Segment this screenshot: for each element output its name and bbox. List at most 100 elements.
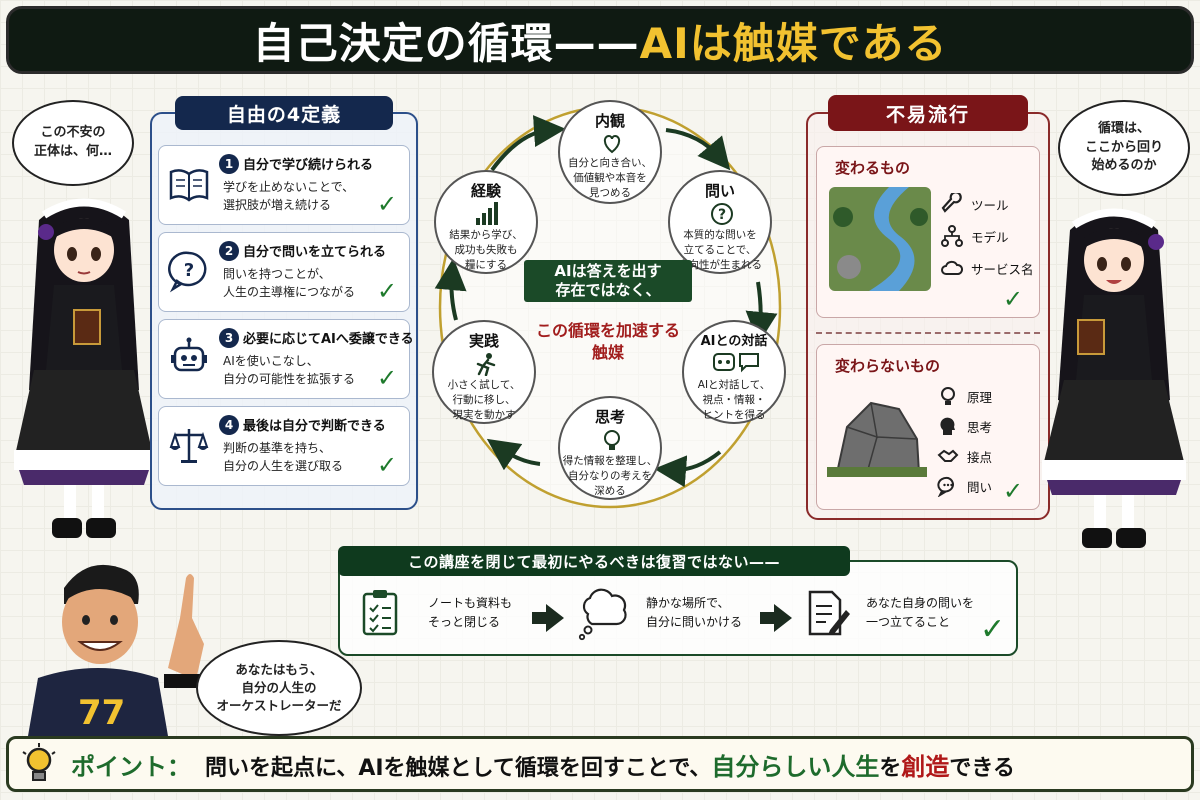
node-desc: 本質的な問いを 立てることで、 方向性が生まれる — [678, 229, 762, 272]
cycle-node-naikan: 内観 自分と向き合い、 価値観や本音を 見つめる — [558, 100, 662, 204]
bulb-head-icon — [604, 430, 620, 450]
center-catalyst-text: この循環を加速する 触媒 — [535, 321, 680, 362]
fueki-item-label: 問い — [967, 479, 993, 495]
definition-title: 必要に応じてAIへ委譲できる — [243, 332, 414, 347]
robot-chat-icon — [713, 353, 759, 373]
thought-cloud-icon — [578, 588, 627, 641]
point-text-mid: を — [879, 755, 902, 781]
cycle-node-toi: 問い ? 本質的な問いを 立てることで、 方向性が生まれる — [668, 170, 772, 274]
definition-card-2: ? 2 自分で問いを立てられる 問いを持つことが、 人生の主導権につながる ✓ — [158, 232, 410, 312]
node-desc: AIと対話して、 視点・情報・ ヒントを得る — [697, 379, 771, 422]
definition-number: 4 — [219, 415, 239, 435]
question-icon: ? — [711, 203, 733, 225]
river-illustration — [829, 187, 931, 291]
definition-number: 3 — [219, 328, 239, 348]
node-title: 実践 — [468, 332, 499, 350]
chat-icon — [937, 476, 954, 497]
scales-icon — [169, 429, 209, 463]
fueki-item-question: 問い — [937, 475, 992, 497]
mentor-speech-bubble: あなたはもう、 自分の人生の オーケストレーターだ — [196, 640, 362, 736]
cycle-node-jissen: 実践 小さく試して、 行動に移し、 現実を動かす — [432, 320, 536, 424]
self-determination-cycle: 内観 自分と向き合い、 価値観や本音を 見つめる 問い ? 本質的な問いを 立て… — [420, 92, 800, 522]
svg-text:?: ? — [718, 207, 726, 223]
title-banner: 自己決定の循環——AIは触媒である — [6, 6, 1194, 74]
node-title: 問い — [704, 182, 735, 200]
node-title: 内観 — [594, 112, 625, 130]
panel-divider — [816, 332, 1040, 334]
check-icon: ✓ — [377, 364, 398, 392]
lightbulb-icon — [22, 743, 56, 781]
check-icon: ✓ — [980, 612, 1006, 647]
head-icon — [940, 417, 955, 435]
left-girl-speech-text: この不安の 正体は、何… — [33, 125, 112, 159]
wrench-icon — [941, 193, 962, 213]
definition-card-4: 4 最後は自分で判断できる 判断の基準を持ち、 自分の人生を選び取る ✓ — [158, 406, 410, 486]
question-bubble-icon: ? — [168, 251, 207, 293]
cycle-node-shikou: 思考 得た情報を整理し、 自分なりの考えを 深める — [558, 396, 662, 500]
definition-card-1: 1 自分で学び続けられる 学びを止めないことで、 選択肢が増え続ける ✓ — [158, 145, 410, 225]
bars-icon — [476, 202, 498, 225]
check-icon: ✓ — [377, 190, 398, 218]
definition-desc: 判断の基準を持ち、 自分の人生を選び取る — [223, 441, 344, 473]
node-desc: 結果から学び、 成功も失敗も 糧にする — [449, 229, 523, 272]
fueki-item-tool: ツール — [941, 193, 1009, 215]
fueki-item-label: 接点 — [967, 449, 993, 465]
definition-number: 1 — [219, 154, 239, 174]
action-step-3-text: あなた自身の問いを 一つ立てること — [866, 596, 975, 629]
fueki-item-principle: 原理 — [937, 385, 992, 407]
point-highlight-create: 創造 — [901, 752, 950, 781]
node-desc: 小さく試して、 行動に移し、 現実を動かす — [447, 379, 521, 422]
left-girl-speech-bubble: この不安の 正体は、何… — [12, 100, 134, 186]
fueki-item-contact: 接点 — [937, 445, 992, 467]
robot-icon — [171, 337, 207, 372]
point-text-before: 問いを起点に、AIを触媒として循環を回すことで、 — [205, 755, 712, 781]
book-icon — [169, 169, 209, 202]
first-action-header: この講座を閉じて最初にやるべきは復習ではない—— — [338, 546, 850, 576]
definition-desc: AIを使いこなし、 自分の可能性を拡張する — [223, 354, 356, 386]
action-step-1-text: ノートも資料も そっと閉じる — [428, 596, 513, 629]
handshake-icon — [937, 449, 959, 462]
left-girl-illustration — [14, 198, 154, 538]
title-accent: AIは触媒である — [639, 18, 948, 68]
checklist-icon — [362, 590, 398, 636]
changing-title: 変わるもの — [835, 159, 911, 177]
bulb-icon — [941, 387, 955, 405]
definition-card-3: 3 必要に応じてAIへ委譲できる AIを使いこなし、 自分の可能性を拡張する ✓ — [158, 319, 414, 399]
fueki-item-label: ツール — [971, 197, 1009, 213]
check-icon: ✓ — [1003, 285, 1024, 313]
node-title: AIとの対話 — [700, 334, 768, 349]
fueki-item-label: 思考 — [967, 419, 993, 435]
unchanging-title: 変わらないもの — [835, 357, 941, 375]
right-girl-illustration — [1042, 208, 1186, 548]
definition-number: 2 — [219, 241, 239, 261]
right-girl-speech-text: 循環は、 ここから回り 始めるのか — [1084, 120, 1163, 174]
fueki-item-label: モデル — [971, 229, 1009, 245]
first-action-box — [338, 560, 1018, 656]
fueki-item-thinking: 思考 — [937, 415, 992, 437]
definition-title: 最後は自分で判断できる — [243, 419, 386, 434]
definition-desc: 学びを止めないことで、 選択肢が増え続ける — [223, 180, 355, 212]
fueki-item-label: サービス名 — [971, 261, 1034, 277]
cloud-icon — [941, 260, 963, 275]
definition-title: 自分で問いを立てられる — [243, 245, 387, 260]
node-title: 思考 — [594, 408, 625, 426]
action-step-2-text: 静かな場所で、 自分に問いかける — [646, 596, 743, 629]
node-desc: 自分と向き合い、 価値観や本音を 見つめる — [568, 157, 652, 200]
arrow-right-icon — [532, 604, 564, 632]
node-title: 経験 — [470, 182, 501, 200]
rock-illustration — [827, 401, 927, 477]
runner-icon — [476, 353, 496, 376]
center-statement: AIは答えを出す 存在ではなく、 — [524, 260, 692, 302]
check-icon: ✓ — [377, 451, 398, 479]
unchanging-things-box: 変わらないもの 原理 思考 接点 問い ✓ — [816, 344, 1040, 510]
svg-text:?: ? — [184, 260, 194, 281]
document-pen-icon — [808, 590, 850, 636]
jersey-number: 77 — [78, 693, 125, 733]
cycle-node-keiken: 経験 結果から学び、 成功も失敗も 糧にする — [434, 170, 538, 274]
arrow-right-icon — [760, 604, 792, 632]
right-girl-speech-bubble: 循環は、 ここから回り 始めるのか — [1058, 100, 1190, 196]
definition-title: 自分で学び続けられる — [243, 158, 374, 173]
check-icon: ✓ — [1003, 477, 1024, 505]
changing-things-box: 変わるもの ツール モデル サービス名 ✓ — [816, 146, 1040, 318]
heart-head-icon — [603, 134, 621, 154]
